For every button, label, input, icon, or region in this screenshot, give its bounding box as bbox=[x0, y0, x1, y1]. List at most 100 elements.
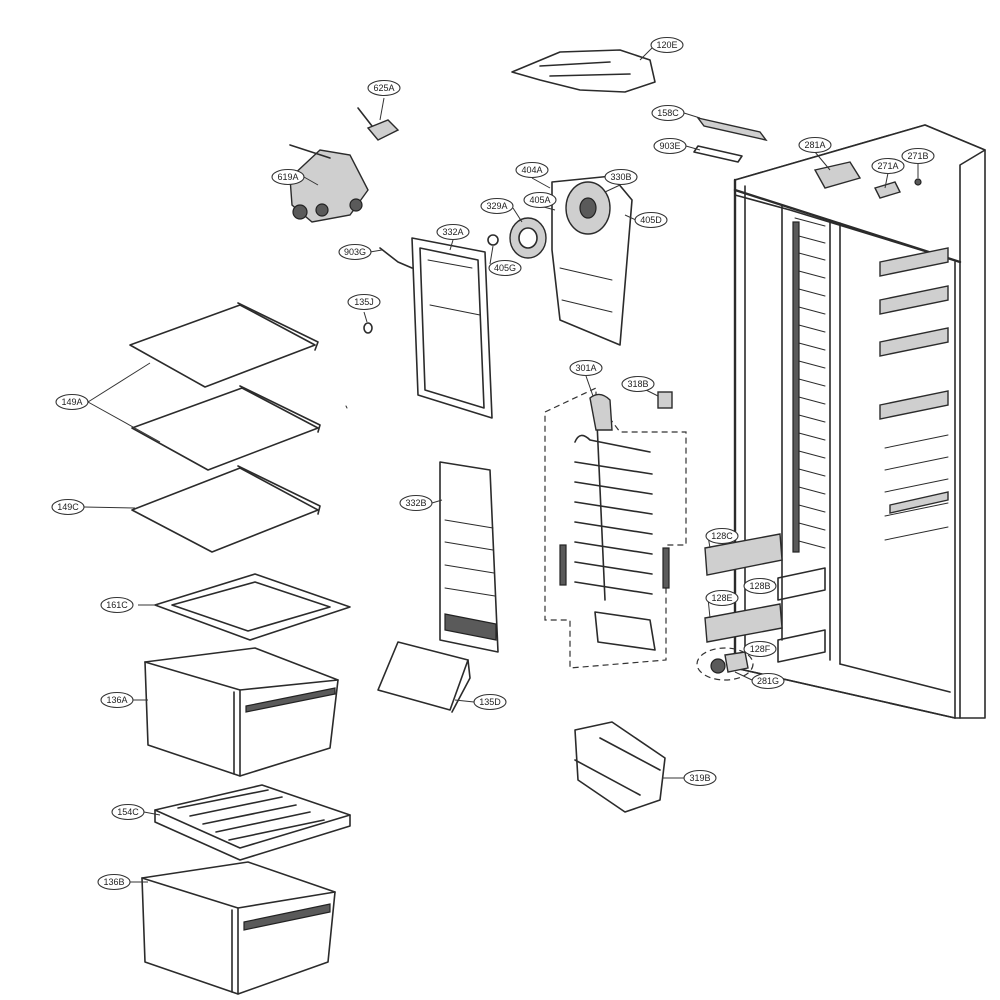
callout-label: 405G bbox=[494, 263, 516, 273]
callout-label: 149A bbox=[61, 397, 82, 407]
freezer-rails bbox=[792, 217, 826, 553]
callout-301a: 301A bbox=[569, 359, 603, 377]
callout-oval bbox=[436, 223, 470, 241]
callout-label: 158C bbox=[657, 108, 679, 118]
callout-154c: 154C bbox=[111, 803, 145, 821]
callout-label: 319B bbox=[689, 773, 710, 783]
callout-oval bbox=[473, 693, 507, 711]
top-cover-281a bbox=[813, 161, 862, 189]
callout-332a: 332A bbox=[436, 223, 470, 241]
callout-128e: 128E bbox=[705, 589, 739, 607]
callout-oval bbox=[650, 36, 684, 54]
part-619a-damper bbox=[289, 144, 369, 223]
callout-120e: 120E bbox=[650, 36, 684, 54]
callout-136a: 136A bbox=[100, 691, 134, 709]
part-332a-cover bbox=[411, 237, 493, 419]
callout-625a: 625A bbox=[367, 79, 401, 97]
part-301a-evaporator bbox=[544, 387, 687, 669]
callout-label: 271B bbox=[907, 151, 928, 161]
shelf-149a-upper bbox=[129, 302, 319, 388]
callout-oval bbox=[55, 393, 89, 411]
callout-label: 281A bbox=[804, 140, 825, 150]
tray-154c bbox=[154, 784, 351, 861]
drawer-slides bbox=[704, 533, 826, 663]
callout-label: 149C bbox=[57, 502, 79, 512]
callout-label: 161C bbox=[106, 600, 128, 610]
part-330b-fan-housing bbox=[551, 175, 633, 346]
callout-oval bbox=[798, 136, 832, 154]
callout-label: 329A bbox=[486, 201, 507, 211]
callout-281g: 281G bbox=[751, 672, 785, 690]
callout-label: 135D bbox=[479, 697, 501, 707]
part-318b-block bbox=[657, 391, 673, 409]
callout-oval bbox=[651, 104, 685, 122]
callout-oval bbox=[751, 672, 785, 690]
callout-oval bbox=[111, 803, 145, 821]
callout-oval bbox=[97, 873, 131, 891]
callout-136b: 136B bbox=[97, 873, 131, 891]
callout-oval bbox=[338, 243, 372, 261]
callout-label: 903G bbox=[344, 247, 366, 257]
callout-271a: 271A bbox=[871, 157, 905, 175]
callout-128b: 128B bbox=[743, 577, 777, 595]
part-135d-tray bbox=[377, 641, 471, 713]
part-120e-cover bbox=[511, 49, 656, 93]
callout-oval bbox=[901, 147, 935, 165]
callout-149c: 149C bbox=[51, 498, 85, 516]
callout-332b: 332B bbox=[399, 494, 433, 512]
callout-label: 128F bbox=[750, 644, 771, 654]
callout-oval bbox=[51, 498, 85, 516]
part-903g-wire bbox=[379, 247, 413, 269]
callout-405g: 405G bbox=[488, 259, 522, 277]
callout-oval bbox=[569, 359, 603, 377]
fresh-food-rails bbox=[879, 247, 949, 541]
callout-404a: 404A bbox=[515, 161, 549, 179]
callout-149a: 149A bbox=[55, 393, 89, 411]
callout-oval bbox=[100, 691, 134, 709]
callout-903e: 903E bbox=[653, 137, 687, 155]
callout-label: 332B bbox=[405, 498, 426, 508]
callout-label: 332A bbox=[442, 227, 463, 237]
callout-label: 330B bbox=[610, 172, 631, 182]
callout-label: 136A bbox=[106, 695, 127, 705]
callout-128c: 128C bbox=[705, 527, 739, 545]
callout-405a: 405A bbox=[523, 191, 557, 209]
callout-903g: 903G bbox=[338, 243, 372, 261]
callout-label: 135J bbox=[354, 297, 374, 307]
callout-oval bbox=[100, 596, 134, 614]
callout-oval bbox=[367, 79, 401, 97]
callout-oval bbox=[683, 769, 717, 787]
part-405g-grommet bbox=[487, 234, 499, 246]
callout-330b: 330B bbox=[604, 168, 638, 186]
callout-label: 271A bbox=[877, 161, 898, 171]
callout-135d: 135D bbox=[473, 693, 507, 711]
callout-158c: 158C bbox=[651, 104, 685, 122]
callout-135j: 135J bbox=[347, 293, 381, 311]
callout-128f: 128F bbox=[743, 640, 777, 658]
callout-label: 301A bbox=[575, 363, 596, 373]
part-903e-tape bbox=[693, 145, 743, 163]
bin-136a bbox=[144, 647, 339, 777]
callout-oval bbox=[488, 259, 522, 277]
callout-oval bbox=[743, 640, 777, 658]
callout-oval bbox=[705, 527, 739, 545]
callout-329a: 329A bbox=[480, 197, 514, 215]
callout-label: 154C bbox=[117, 807, 139, 817]
callout-161c: 161C bbox=[100, 596, 134, 614]
callout-label: 120E bbox=[656, 40, 677, 50]
callout-label: 281G bbox=[757, 676, 779, 686]
shelf-149a-lower bbox=[131, 385, 321, 471]
callout-label: 405A bbox=[529, 195, 550, 205]
callout-619a: 619A bbox=[271, 168, 305, 186]
callout-oval bbox=[515, 161, 549, 179]
part-329a-fan bbox=[509, 217, 547, 259]
part-332b-cover bbox=[439, 461, 499, 653]
leader-lines bbox=[83, 44, 919, 883]
callout-oval bbox=[523, 191, 557, 209]
screw-271b bbox=[914, 178, 922, 186]
callout-oval bbox=[653, 137, 687, 155]
shelf-161c-frame bbox=[154, 573, 351, 641]
part-158c-strip bbox=[696, 116, 768, 142]
callout-281a: 281A bbox=[798, 136, 832, 154]
